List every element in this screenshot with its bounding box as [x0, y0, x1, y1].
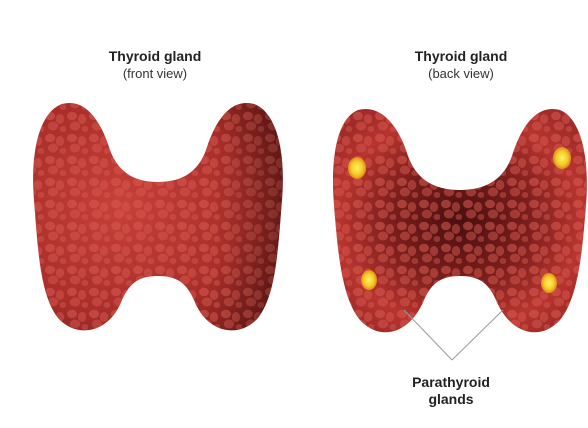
thyroid-back-view [320, 95, 588, 355]
parathyroid-lower-right [541, 273, 557, 293]
parathyroid-leader-lines [404, 310, 503, 360]
parathyroid-lower-left [361, 270, 377, 290]
parathyroid-upper-left [348, 157, 366, 179]
thyroid-front-view [20, 90, 300, 350]
parathyroid-upper-right [553, 147, 571, 169]
